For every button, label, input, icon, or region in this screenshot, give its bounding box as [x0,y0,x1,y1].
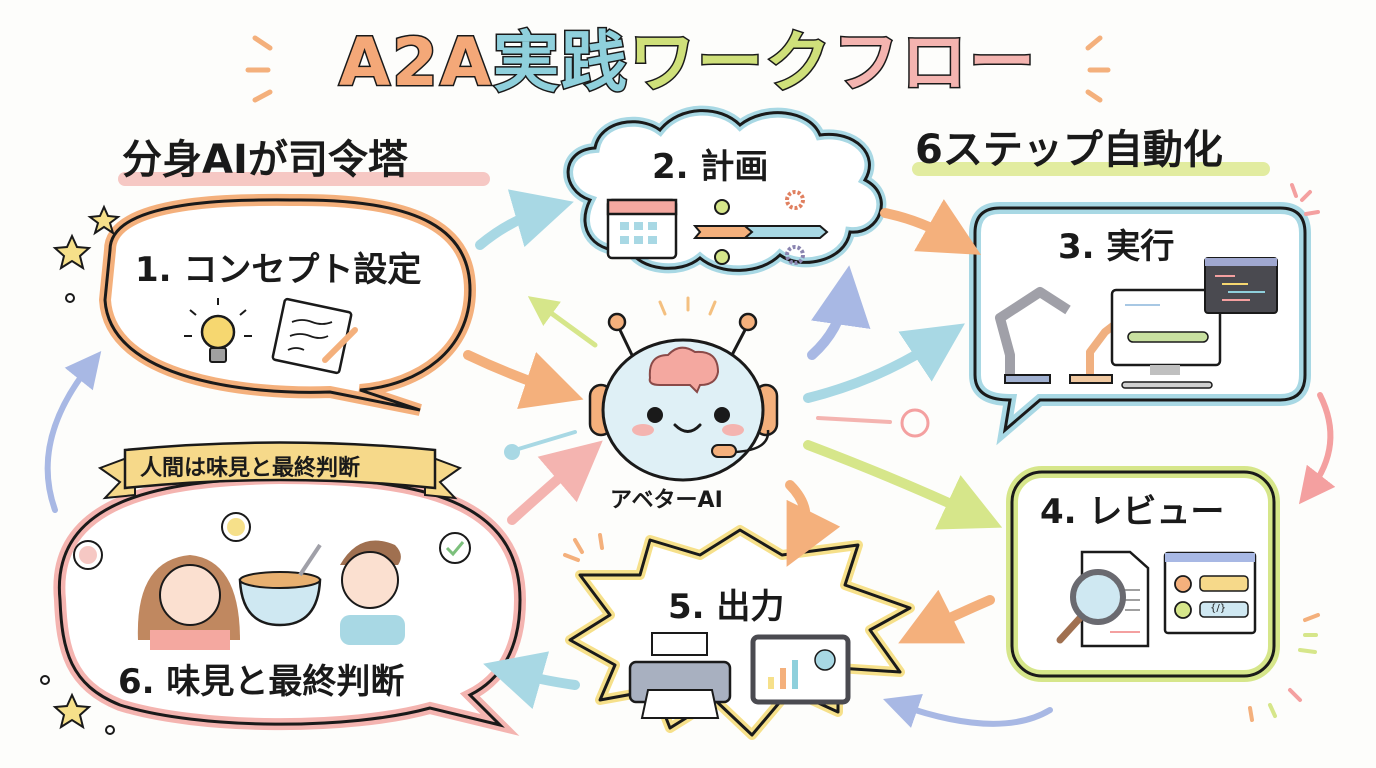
arrow-5-to-6 [483,651,580,710]
arrow-avatar-to-5 [785,480,841,567]
step-4-label: 4. レビュー [1040,492,1225,532]
arrow-6-to-1 [44,350,102,513]
dashboard-tablet-icon [750,634,851,705]
lightbulb-icon [184,298,252,363]
arrow-1-to-2 [475,189,574,250]
check-bubble-icon [439,532,471,564]
magnifier-document-icon [1056,550,1150,648]
title-part-a2a: A2A [337,23,494,103]
right-subtitle-underline [912,162,1270,176]
step-6-label: 6. 味見と最終判断 [118,662,405,702]
arrow-avatar-to-4 [803,440,1003,530]
monitor-progress-icon [1110,288,1222,389]
arrow-6-to-avatar [507,440,603,525]
sparkle-decoration [1290,183,1320,216]
avatar-robot-icon [588,312,779,482]
calendar-icon [606,198,678,260]
right-subtitle: 6ステップ自動化 [915,127,1223,173]
arrow-return-to-5 [883,693,1053,728]
code-window-icon [1204,257,1278,314]
arrow-1-to-avatar [463,350,584,409]
step-3-label: 3. 実行 [1058,227,1175,267]
left-subtitle-underline [118,172,490,186]
title-part-jissen: 実践 [492,23,630,103]
chat-code-text: {/} [1210,603,1227,614]
arrow-3-to-4 [1298,392,1336,505]
step5-starburst-shape [565,525,915,740]
left-subtitle: 分身AIが司令塔 [122,137,408,183]
notepad-pencil-icon [271,297,358,375]
star-decoration [52,204,121,730]
step-2-label: 2. 計画 [652,147,769,187]
timeline-icon [692,199,829,265]
step-1-label: 1. コンセプト設定 [135,250,422,290]
scribble-decoration [900,408,930,438]
robot-arm-icon [995,287,1121,384]
title-part-work: ワーク [628,23,834,103]
banner-text: 人間は味見と最終判断 [140,456,361,481]
arrow-avatar-to-3 [803,323,965,403]
page-title: A2A実践ワークフロー [0,18,1376,108]
banner-ribbon-shape [97,441,463,500]
sparkle-decoration [1248,613,1320,722]
avatar-ai-label: アベターAI [610,488,723,513]
title-part-flow: フロー [832,23,1038,103]
chat-review-window-icon [1163,551,1257,635]
printer-icon [628,632,732,719]
title-sparkle-decoration [245,35,1111,103]
smile-bubble-icon [73,512,251,570]
arrow-2-to-3 [880,199,982,255]
girl-tasting-icon [137,555,240,650]
arrow-4-to-5 [898,589,995,644]
step-5-label: 5. 出力 [668,587,785,627]
sparkle-decoration [563,533,604,562]
soup-bowl-icon [238,543,322,627]
gear-icon [785,190,805,265]
arrow-avatar-to-2 [807,265,871,360]
boy-thumbs-up-icon [340,540,405,645]
